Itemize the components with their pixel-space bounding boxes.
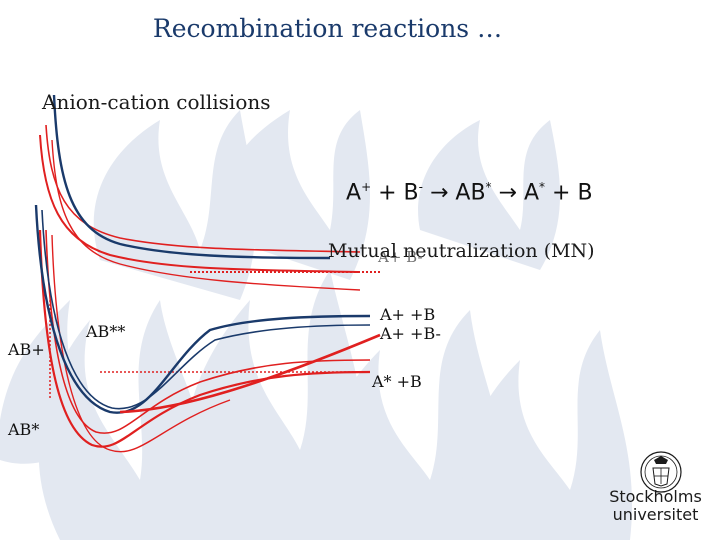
slide-title: Recombination reactions … — [152, 14, 503, 43]
logo-line-1: Stockholms — [609, 487, 702, 506]
process-under-label: A+ B- — [378, 248, 423, 266]
university-crest-icon — [640, 451, 682, 493]
logo-line-2: universitet — [612, 505, 699, 524]
curve-ab-plus-2 — [41, 209, 371, 410]
curve-ab-star-2 — [45, 229, 371, 434]
reaction-equation: A+ + B- → AB* → A* + B — [346, 180, 593, 206]
watermark-flame-7 — [418, 120, 560, 270]
curve-crossing — [119, 333, 381, 414]
label-a-star-b: A* +B — [372, 372, 422, 391]
watermark-flame-5 — [93, 110, 256, 300]
watermark-flame-3 — [318, 310, 506, 540]
watermark-flame-1 — [38, 300, 212, 540]
label-ab-star: AB* — [8, 420, 40, 439]
curve-ab-dstar-2 — [45, 124, 361, 253]
slide-subtitle: Anion-cation collisions — [42, 90, 271, 114]
label-ab-plus: AB+ — [8, 340, 45, 359]
curve-ab-dstar-3 — [51, 139, 361, 291]
university-wordmark: Stockholms universitet — [598, 488, 713, 524]
curve-ion-pair — [52, 94, 331, 260]
label-a-plus-b-minus: A+ +B- — [380, 324, 441, 343]
process-label: Mutual neutralization (MN) — [328, 240, 595, 262]
label-a-plus-b: A+ +B — [380, 305, 436, 324]
watermark-flame-8 — [0, 300, 90, 464]
watermark-flame-4 — [462, 330, 633, 540]
curve-ab-dstar-1 — [39, 134, 361, 273]
watermark-flame-6 — [223, 110, 370, 280]
label-ab-double-star: AB** — [86, 322, 126, 341]
curve-ab-star-1 — [38, 229, 371, 448]
